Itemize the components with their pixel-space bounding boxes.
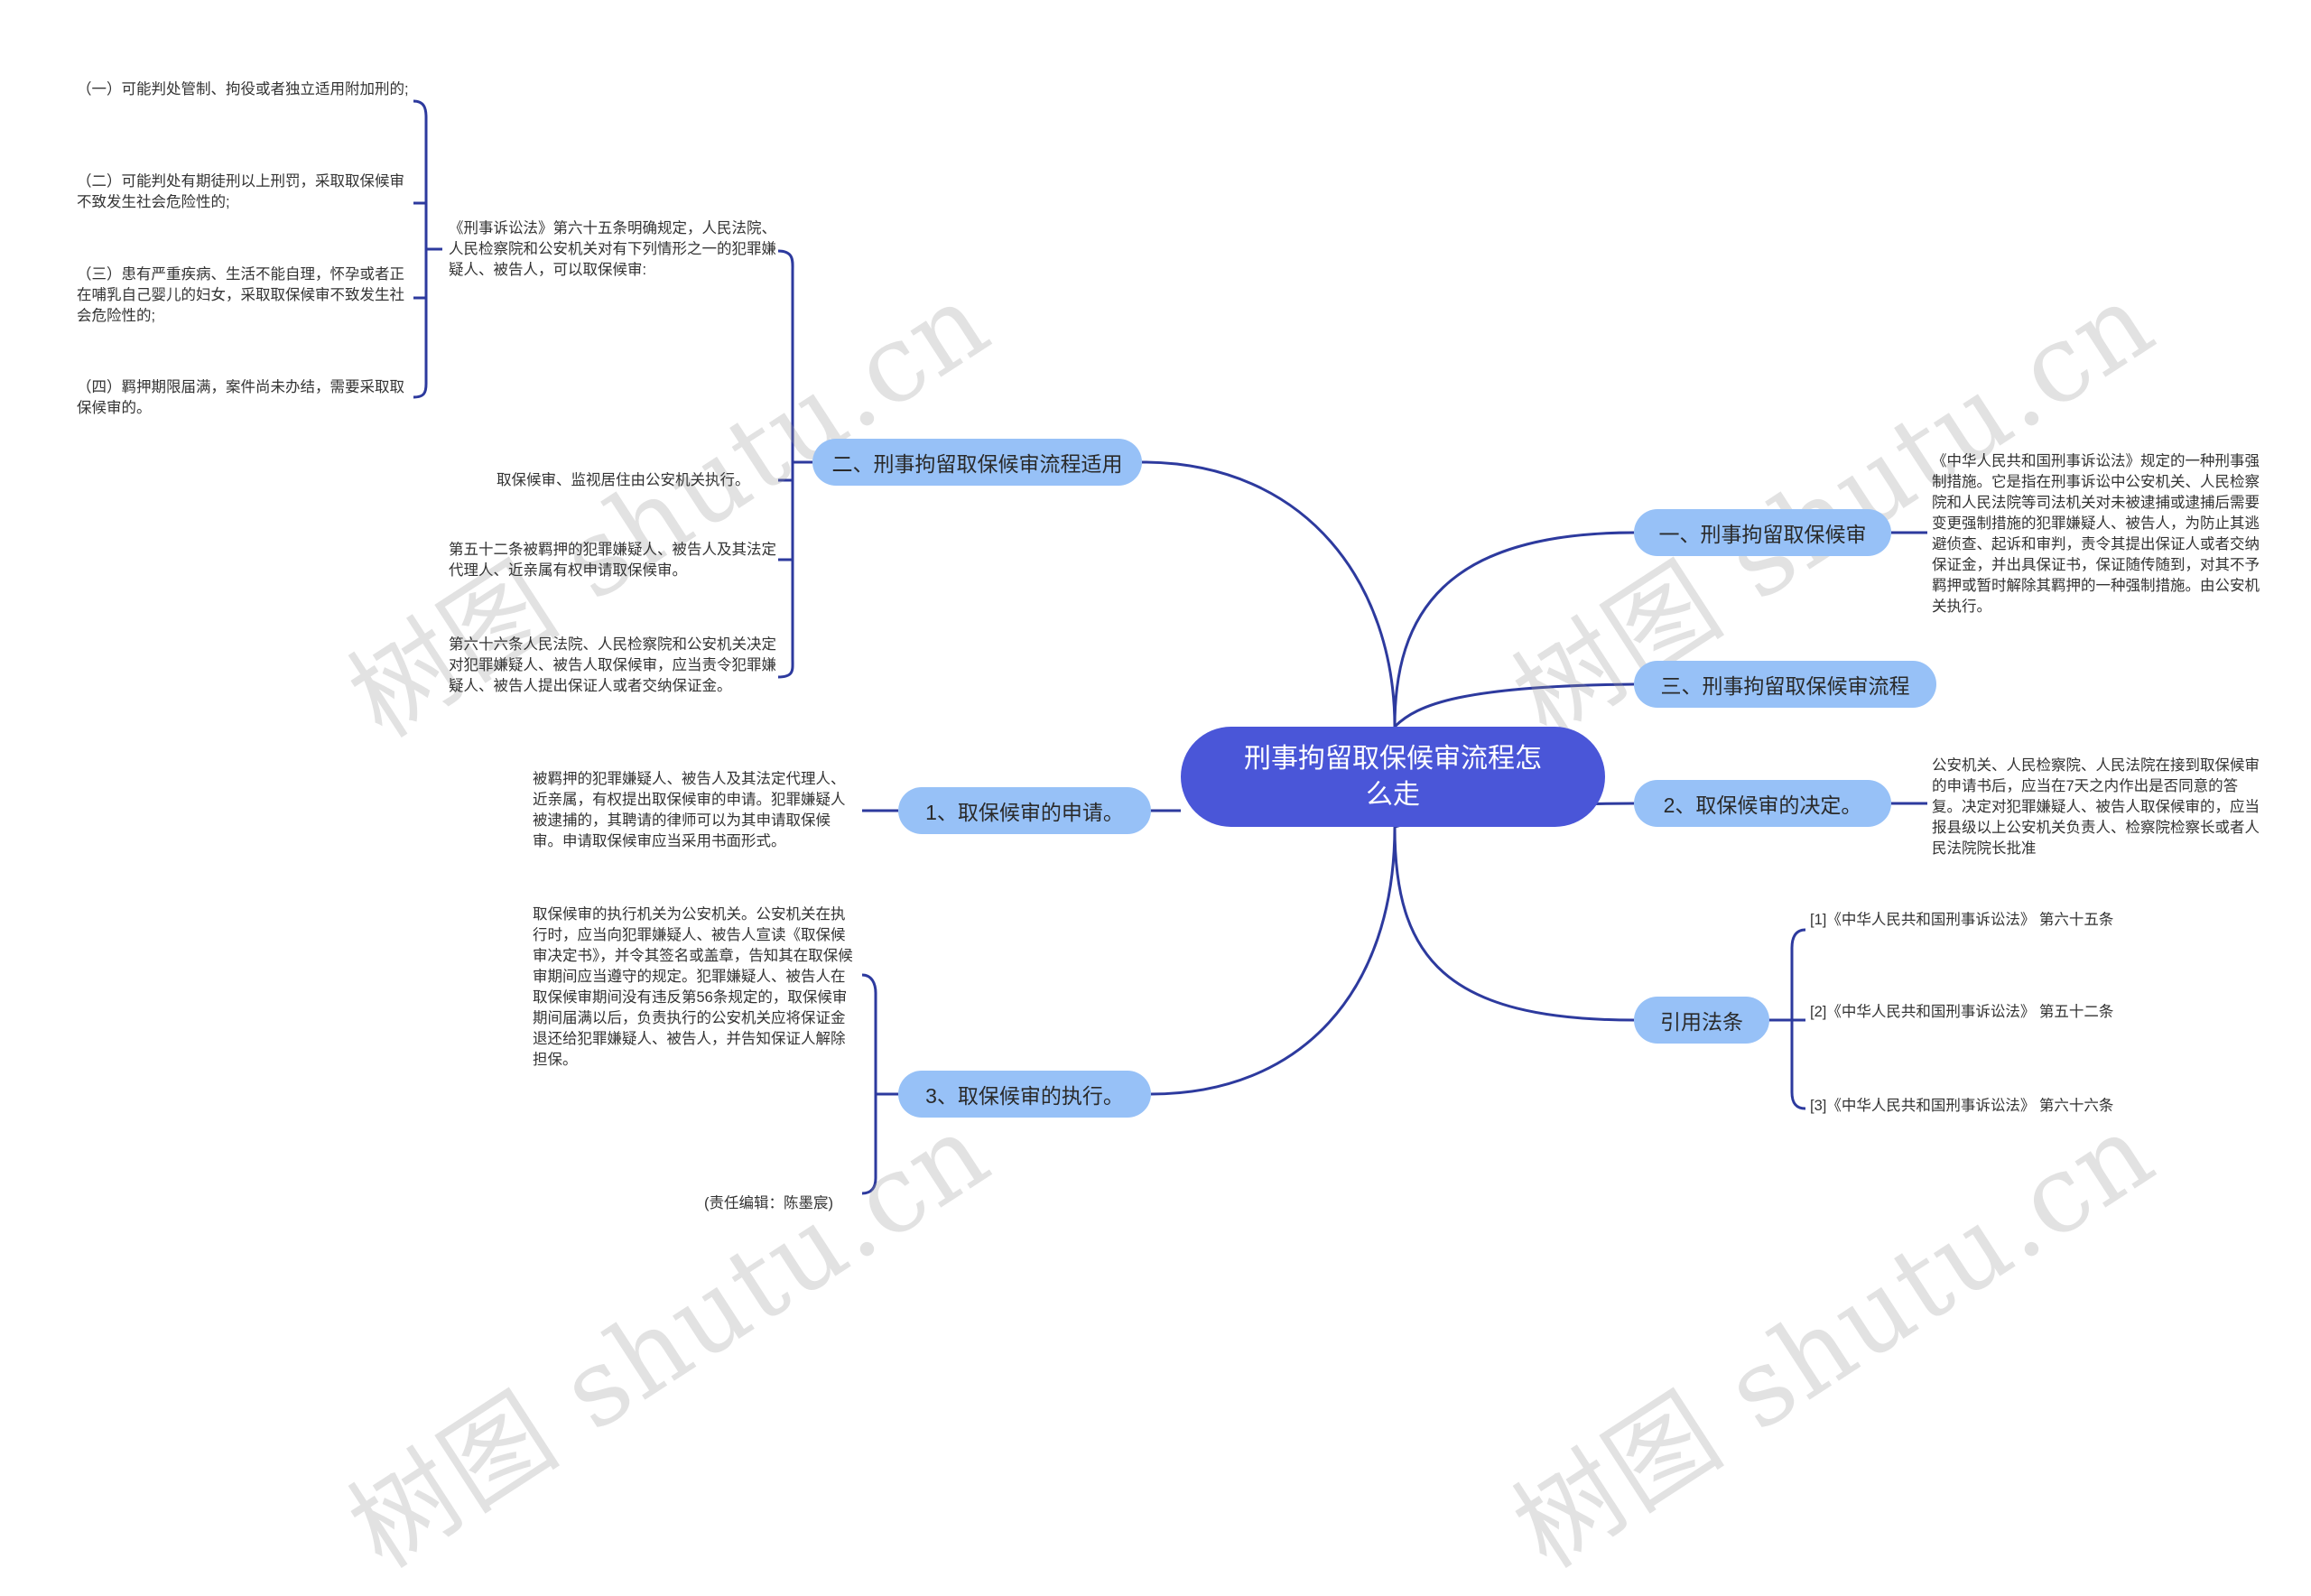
- note-n2d: 公安机关、人民检察院、人民法院在接到取保候审的申请书后，应当在7天之内作出是否同…: [1932, 757, 2260, 857]
- c1-item-2: （二）可能判处有期徒刑以上刑罚，采取取保候审不致发生社会危险性的;: [77, 173, 404, 210]
- link-root-refs: [1393, 826, 1635, 1022]
- note-n1: 《中华人民共和国刑事诉讼法》规定的一种刑事强制措施。它是指在刑事诉讼中公安机关、…: [1932, 453, 2260, 615]
- topic-n2[interactable]: 二、刑事拘留取保候审流程适用: [812, 439, 1142, 486]
- root-topic[interactable]: 刑事拘留取保候审流程怎么走: [1181, 727, 1605, 827]
- link-root-n1: [1393, 531, 1635, 728]
- c1-item-4: （四）羁押期限届满，案件尚未办结，需要采取取保候审的。: [77, 379, 404, 416]
- note-s1: 被羁押的犯罪嫌疑人、被告人及其法定代理人、近亲属，有权提出取保候审的申请。犯罪嫌…: [533, 771, 846, 849]
- link-root-s3: [1150, 826, 1397, 1096]
- n2-child-3: 第五十二条被羁押的犯罪嫌疑人、被告人及其法定代理人、近亲属有权申请取保候审。: [449, 542, 776, 579]
- editor-credit: (责任编辑：陈墨宸): [704, 1195, 833, 1211]
- ref-item-2: [2]《中华人民共和国刑事诉讼法》 第五十二条: [1810, 1004, 2114, 1020]
- topic-refs[interactable]: 引用法条: [1634, 997, 1769, 1044]
- ref-item-1: [1]《中华人民共和国刑事诉讼法》 第六十五条: [1810, 912, 2114, 928]
- n2-child-2: 取保候审、监视居住由公安机关执行。: [497, 472, 750, 488]
- c1-item-3: （三）患有严重疾病、生活不能自理，怀孕或者正在哺乳自己婴儿的妇女，采取取保候审不…: [77, 266, 404, 324]
- topic-n1[interactable]: 一、刑事拘留取保候审: [1634, 509, 1891, 556]
- link-root-n2: [1141, 460, 1397, 728]
- c1-item-1: （一）可能判处管制、拘役或者独立适用附加刑的;: [77, 81, 409, 97]
- bracket-n2: [777, 249, 799, 679]
- topic-n2d[interactable]: 2、取保候审的决定。: [1634, 780, 1891, 827]
- note-s3: 取保候审的执行机关为公安机关。公安机关在执行时，应当向犯罪嫌疑人、被告人宣读《取…: [533, 906, 853, 1068]
- n2-child-4: 第六十六条人民法院、人民检察院和公安机关决定对犯罪嫌疑人、被告人取保候审，应当责…: [449, 636, 776, 694]
- topic-s1[interactable]: 1、取保候审的申请。: [898, 787, 1151, 834]
- link-root-n3: [1393, 682, 1635, 728]
- mindmap-canvas: 树图 shutu.cn 树图 shutu.cn 树图 shutu.cn 树图 s…: [77, 81, 2260, 1591]
- n2-child-1: 《刑事诉讼法》第六十五条明确规定，人民法院、人民检察院和公安机关对有下列情形之一…: [449, 220, 776, 278]
- mindmap-brackets: [413, 99, 1806, 1195]
- topic-n3[interactable]: 三、刑事拘留取保候审流程: [1634, 661, 1936, 708]
- ref-item-3: [3]《中华人民共和国刑事诉讼法》 第六十六条: [1810, 1098, 2114, 1114]
- topic-s3[interactable]: 3、取保候审的执行。: [898, 1071, 1151, 1118]
- bracket-c1: [413, 99, 442, 399]
- bracket-s3: [861, 973, 877, 1195]
